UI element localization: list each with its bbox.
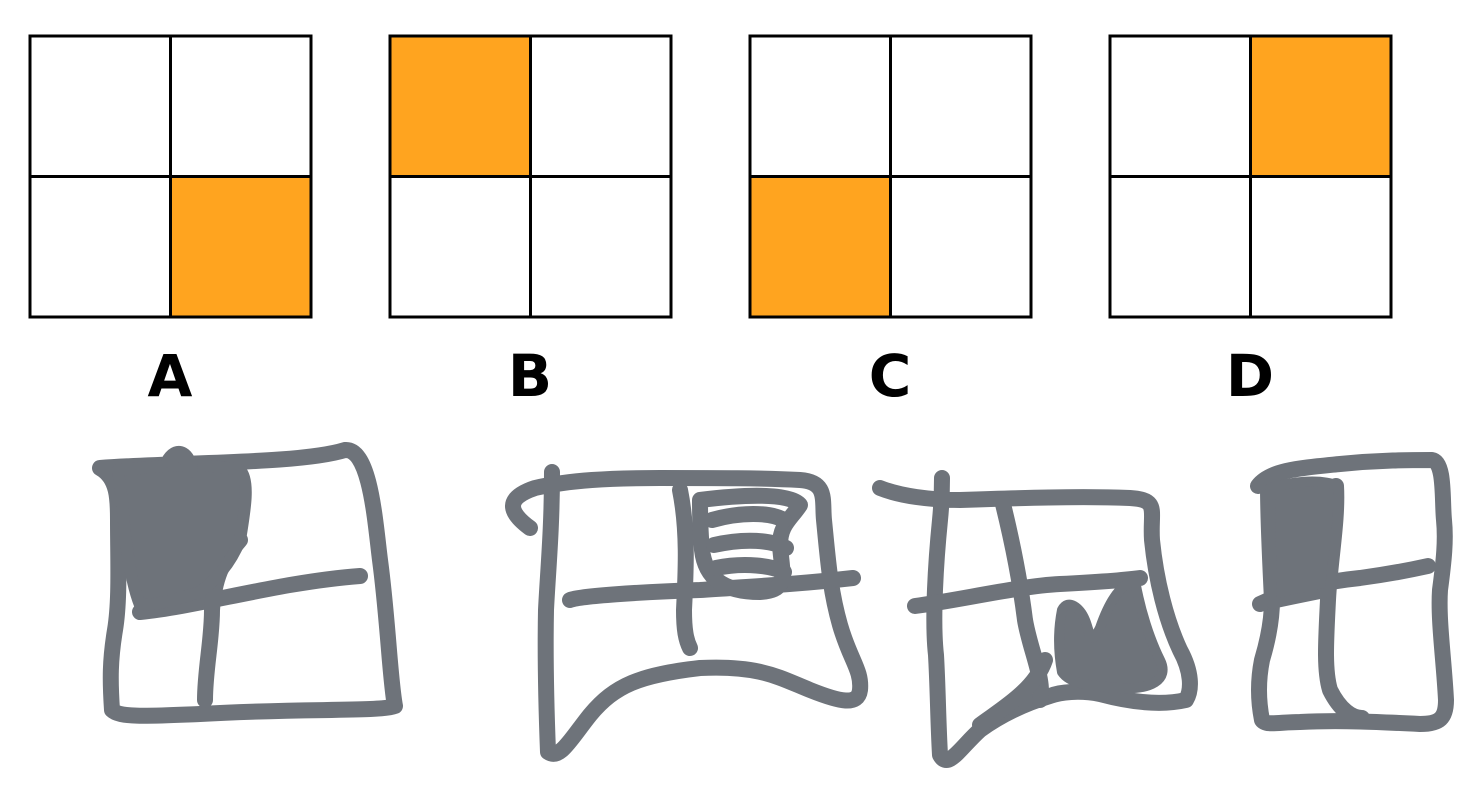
sketch-1-scribble-top (162, 446, 198, 478)
sketch-2 (505, 464, 869, 762)
option-a-grid[interactable] (28, 34, 313, 319)
sketch-3-outline (872, 470, 1198, 768)
option-c-highlight-cell (750, 176, 891, 317)
sketch-2-outline (505, 464, 869, 762)
sketch-3-horizontal (907, 570, 1148, 614)
sketch-2-scribble-lines (704, 506, 794, 580)
option-b-grid[interactable] (388, 34, 673, 319)
option-b-highlight-cell (390, 36, 531, 177)
option-a-label: A (147, 342, 193, 410)
sketch-1-scribble-fill (112, 459, 252, 611)
option-d-highlight-cell (1250, 36, 1391, 177)
sketch-2-vertical (672, 482, 698, 656)
option-b-label: B (507, 342, 553, 410)
option-a-highlight-cell (170, 176, 311, 317)
sketch-3 (872, 470, 1198, 768)
sketch-1-horizontal (132, 568, 368, 620)
sketch-4-scribble-fill (1265, 476, 1344, 609)
sketch-3-scribble-fill (1054, 575, 1168, 694)
option-d-label: D (1225, 342, 1275, 410)
option-c-label: C (868, 342, 912, 410)
option-c-grid[interactable] (748, 34, 1033, 319)
sketch-3-connector (972, 652, 1053, 733)
sketch-4-outline (1250, 452, 1454, 732)
option-d-grid[interactable] (1108, 34, 1393, 319)
sketch-1-outline (92, 442, 403, 724)
sketch-2-horizontal (562, 570, 861, 608)
